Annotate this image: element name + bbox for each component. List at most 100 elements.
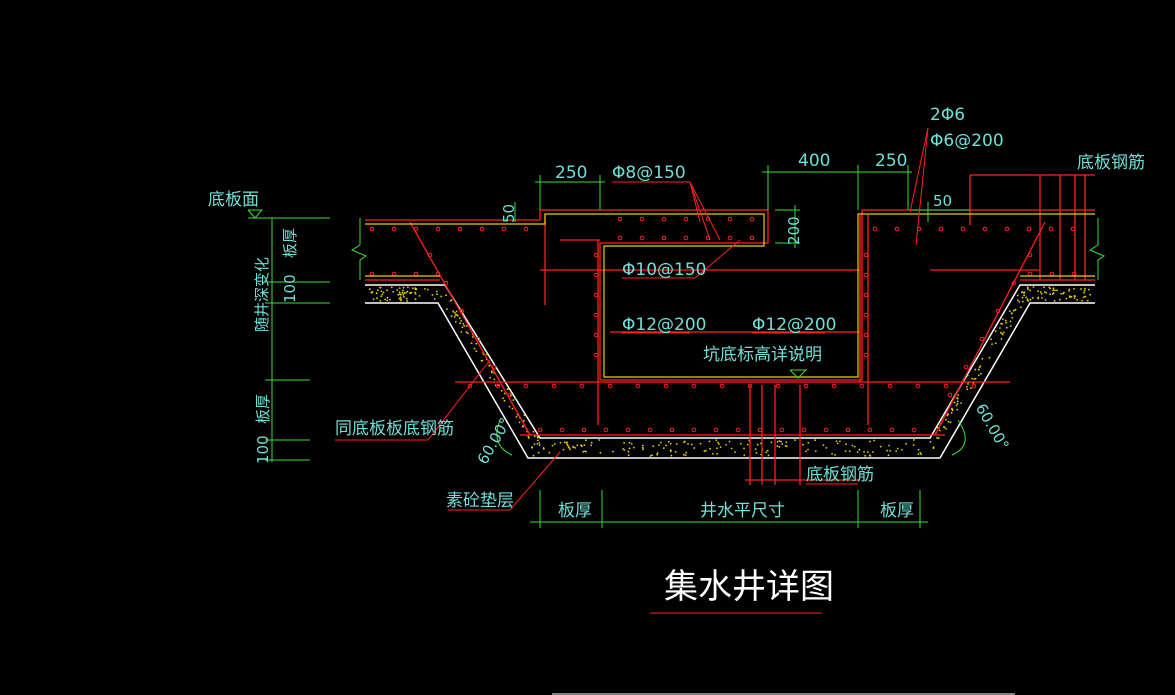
speckle-dot [709,447,711,450]
speckle-dot [500,389,503,392]
bottom-thick-right: 板厚 [880,501,914,521]
speckle-dot [991,343,993,345]
speckle-dot [1009,320,1012,323]
speckle-dot [506,388,509,391]
speckle-dot [718,443,720,445]
rebar-dot [537,427,543,433]
speckle-dot [970,387,972,390]
plain-concrete-cushion [365,284,1095,459]
speckle-dot [475,342,478,345]
speckle-dot [755,452,758,454]
speckle-dot [864,454,866,457]
speckle-dot [917,453,920,455]
speckle-dot [583,444,586,447]
speckle-dot [1005,326,1008,329]
plain-concrete-label: 素砼垫层 [446,491,514,511]
speckle-dot [538,444,541,446]
speckle-dot [965,386,968,388]
speckle-dot [990,338,992,341]
rebar-dot [867,427,873,433]
speckle-dot [945,418,947,421]
speckle-dot [612,450,614,453]
rebar-dot [593,252,599,258]
speckle-dot [1000,331,1002,334]
speckle-dot [660,441,662,444]
dim-50-left: 50 [500,204,518,223]
rebar-dot [872,226,878,232]
speckle-dot [1082,296,1085,298]
speckle-dot [1073,295,1076,297]
inner-wall [365,213,1095,378]
speckle-dot [805,450,807,453]
speckle-dot [551,444,554,447]
speckle-dot [1004,319,1007,322]
speckle-dot [767,454,770,457]
rebar-dot [427,252,433,258]
speckle-dot [1023,294,1025,297]
speckle-dot [879,445,882,448]
speckle-dot [503,399,506,402]
slab-rebar-top-right: 底板钢筋 [1077,153,1145,173]
speckle-dot [728,440,731,443]
speckle-dot [398,291,401,294]
speckle-dot [398,287,401,289]
speckle-dot [936,436,938,439]
speckle-dot [460,320,463,322]
rebar-dot [1049,271,1055,277]
speckle-dot [977,368,980,371]
rebar-dot [593,332,599,338]
speckle-dot [1068,290,1070,292]
rebar-dot [413,226,419,232]
speckle-dot [1080,288,1082,290]
speckle-dot [1017,299,1019,301]
speckle-dot [403,292,406,295]
rebar-label-6-200: Φ6@200 [930,131,1004,151]
speckle-dot [956,408,959,411]
speckle-dot [1043,291,1046,293]
rebar-dot [727,235,733,241]
speckle-dot [491,371,493,374]
speckle-dot [1005,321,1007,324]
speckle-dot [414,293,417,295]
speckle-dot [1032,286,1035,288]
speckle-dot [866,451,869,453]
speckle-dot [712,452,714,455]
speckle-dot [480,359,483,362]
speckle-dot [455,310,458,313]
rebar-label-8-150: Φ8@150 [612,163,686,183]
speckle-dot [405,297,408,300]
rebar-dot [960,226,966,232]
speckle-dot [590,441,593,444]
speckle-dot [684,454,687,456]
speckle-dot [390,286,393,289]
slab-outline [365,174,1095,485]
speckle-dot [649,455,652,457]
speckle-dot [568,447,571,449]
speckle-dot [407,286,409,289]
speckle-dot [665,444,667,447]
rebar-dot [757,427,763,433]
speckle-dot [1081,299,1083,302]
speckle-dot [839,440,841,443]
rebar-dot [943,383,949,389]
speckle-dot [399,293,402,296]
rebar-dots [369,216,1077,433]
speckle-dot [412,287,414,290]
speckle-dot [462,322,465,325]
speckle-dot [531,446,533,449]
speckle-dot [651,454,653,457]
rebar-dot [457,226,463,232]
speckle-dot [1022,300,1024,303]
speckle-dot [633,446,635,449]
speckle-dot [1060,292,1063,295]
rebar-dot [581,427,587,433]
speckle-dot [957,394,960,396]
speckle-dot [851,444,854,447]
speckle-dot [999,327,1001,329]
speckle-dot [780,440,782,443]
speckle-dot [716,453,718,455]
speckle-dot [1069,296,1071,299]
speckle-dot [766,449,769,452]
speckle-dot [1002,318,1004,320]
speckle-dot [1088,288,1090,291]
